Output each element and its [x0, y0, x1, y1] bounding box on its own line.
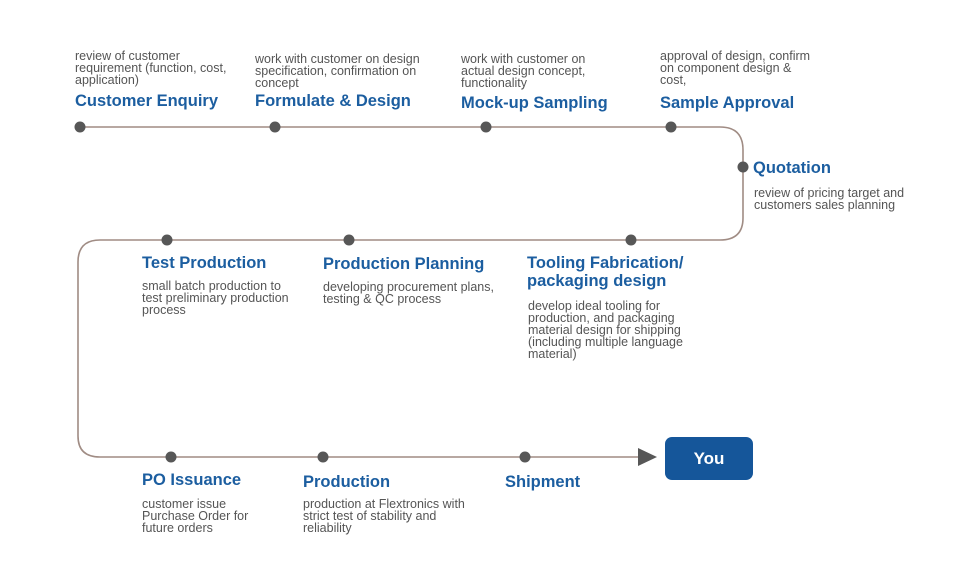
- flow-path-line: [77, 126, 744, 458]
- step-title-production-planning: Production Planning: [323, 255, 485, 273]
- step-desc-mock-up-sampling: work with customer on actual design conc…: [461, 52, 586, 90]
- step-dot-formulate-design: [269, 121, 281, 133]
- step-desc-quotation: review of pricing target and customers s…: [754, 186, 905, 212]
- flow-arrowhead-icon: [638, 448, 657, 466]
- step-dot-shipment: [519, 451, 531, 463]
- step-title-tooling-fabrication: Tooling Fabrication/ packaging design: [527, 254, 684, 290]
- step-desc-formulate-design: work with customer on design specificati…: [255, 52, 420, 90]
- step-desc-test-production: small batch production to test prelimina…: [142, 279, 289, 317]
- step-desc-customer-enquiry: review of customer requirement (function…: [75, 49, 227, 87]
- step-title-mock-up-sampling: Mock-up Sampling: [461, 94, 608, 112]
- step-dot-production: [317, 451, 329, 463]
- step-title-formulate-design: Formulate & Design: [255, 92, 411, 110]
- step-dot-quotation: [737, 161, 749, 173]
- step-dot-customer-enquiry: [74, 121, 86, 133]
- step-title-po-issuance: PO Issuance: [142, 471, 242, 489]
- step-dot-sample-approval: [665, 121, 677, 133]
- you-button[interactable]: You: [665, 437, 753, 480]
- step-dot-production-planning: [343, 234, 355, 246]
- step-title-test-production: Test Production: [142, 254, 267, 272]
- step-desc-po-issuance: customer issue Purchase Order for future…: [142, 497, 249, 535]
- step-dot-test-production: [161, 234, 173, 246]
- step-title-quotation: Quotation: [753, 159, 831, 177]
- step-title-customer-enquiry: Customer Enquiry: [75, 92, 219, 110]
- step-dot-mock-up-sampling: [480, 121, 492, 133]
- step-title-sample-approval: Sample Approval: [660, 94, 795, 112]
- step-title-shipment: Shipment: [505, 473, 581, 491]
- step-dot-po-issuance: [165, 451, 177, 463]
- step-desc-production-planning: developing procurement plans, testing & …: [323, 280, 494, 306]
- step-desc-tooling-fabrication: develop ideal tooling for production, an…: [528, 299, 683, 361]
- step-desc-sample-approval: approval of design, confirm on component…: [660, 49, 811, 87]
- step-title-production: Production: [303, 473, 391, 491]
- step-desc-production: production at Flextronics with strict te…: [303, 497, 465, 535]
- step-dot-tooling-fabrication: [625, 234, 637, 246]
